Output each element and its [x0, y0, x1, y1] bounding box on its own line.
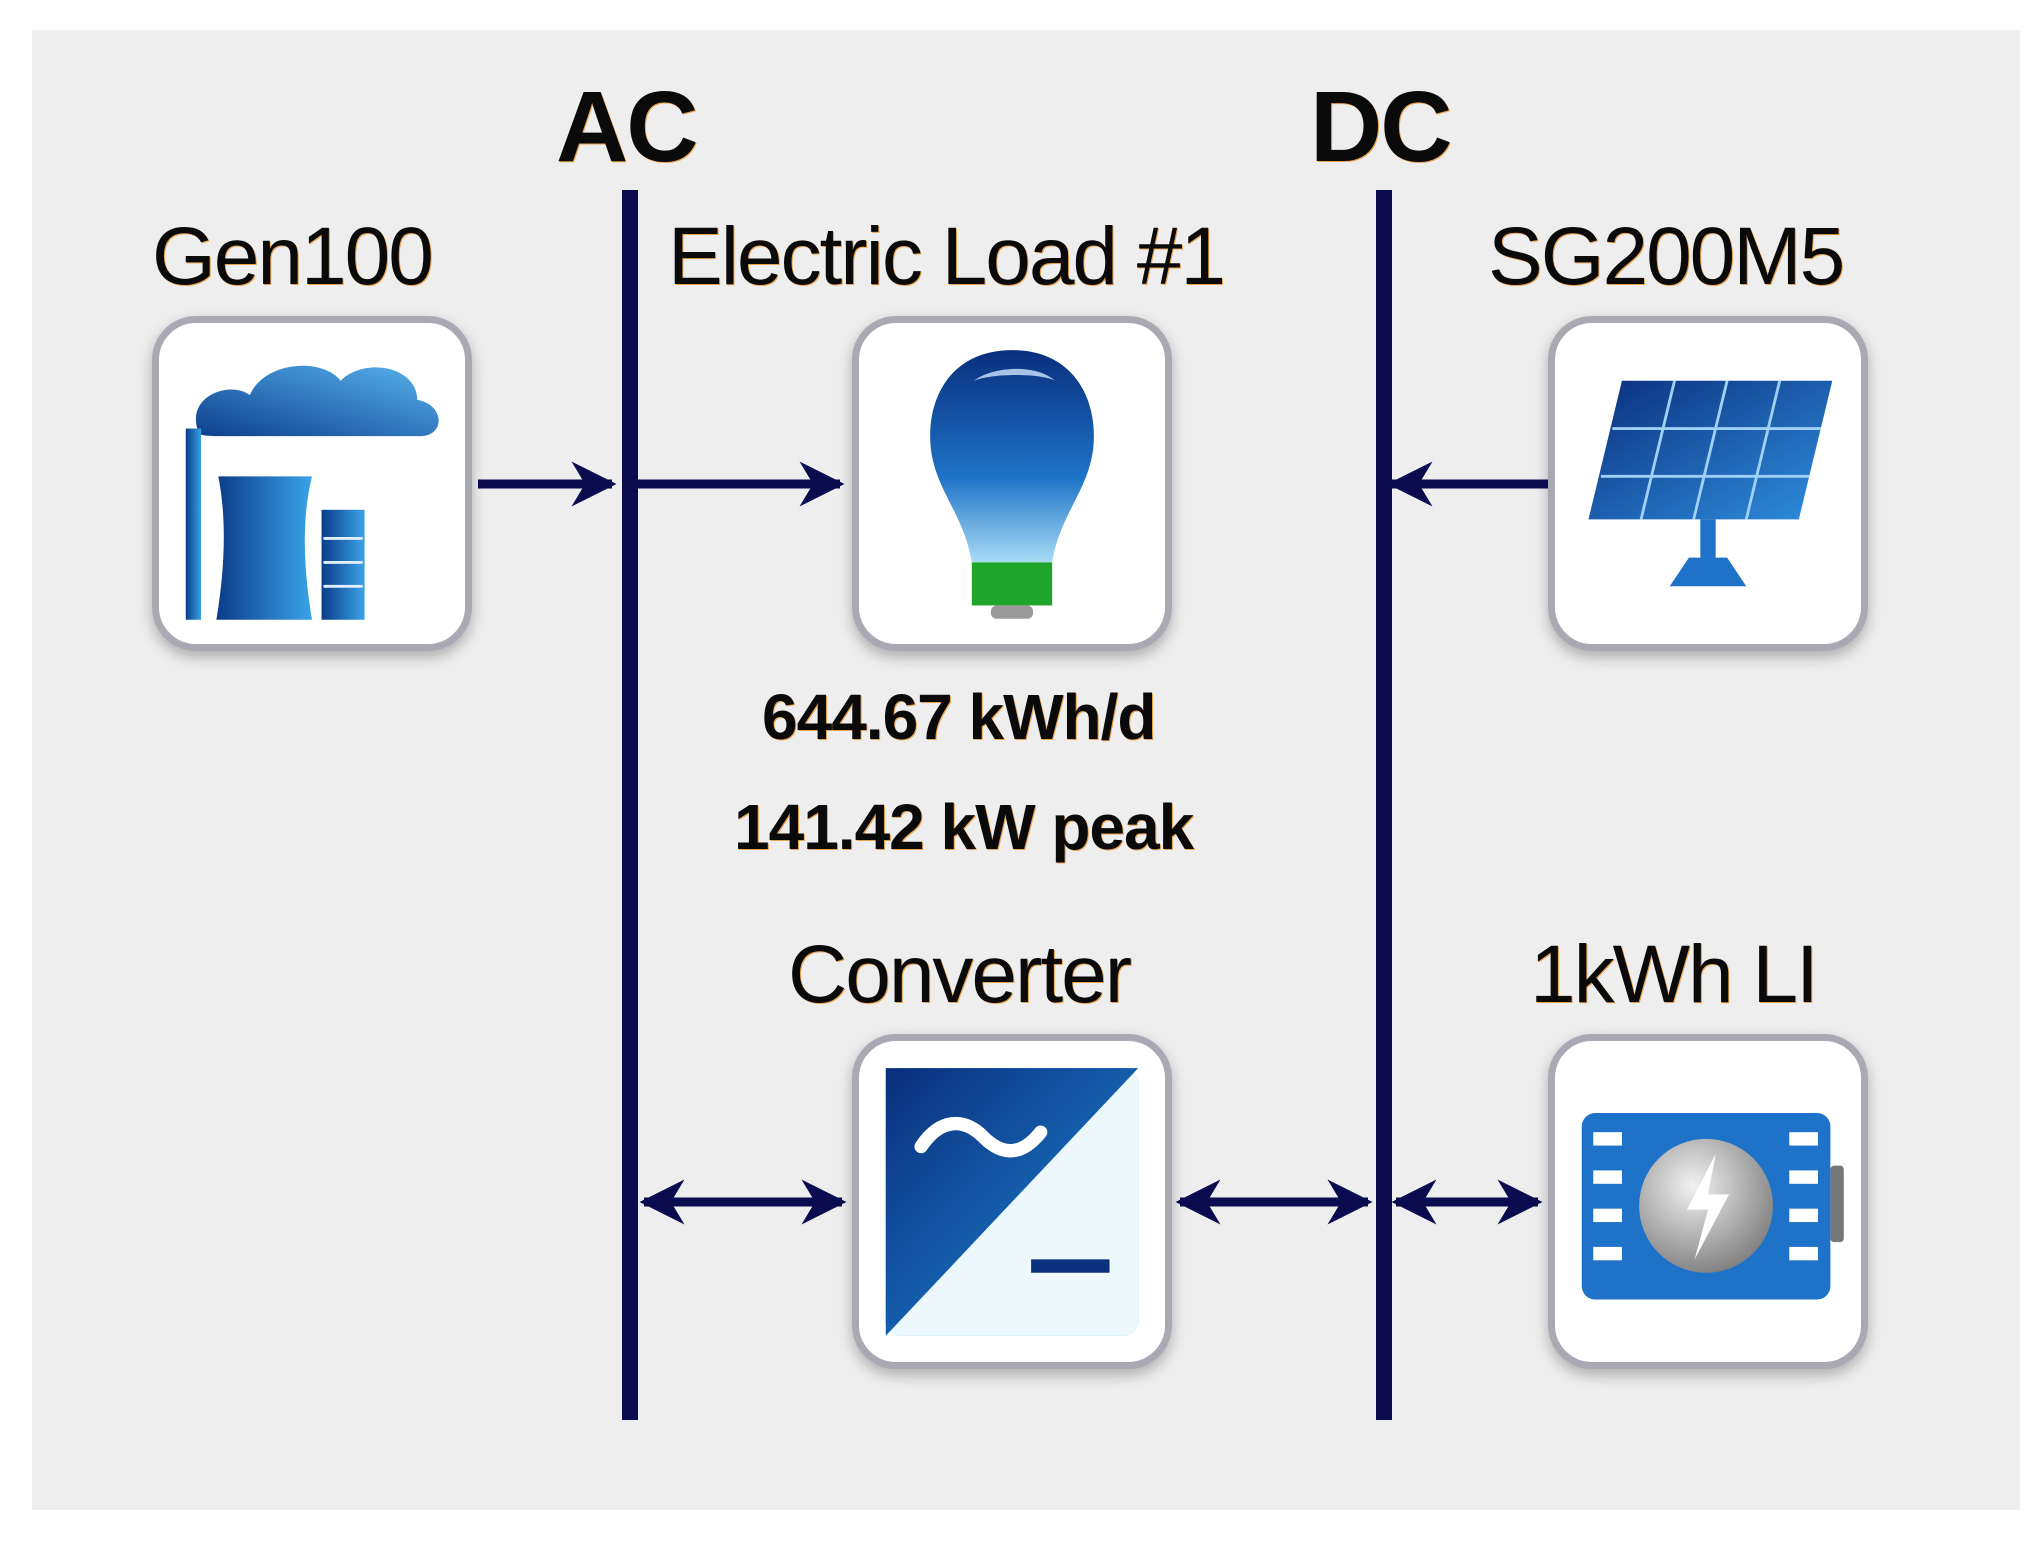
- converter-icon: [885, 1068, 1139, 1336]
- dc-bus-label: DC: [1310, 71, 1452, 183]
- generator-label: Gen100: [152, 211, 434, 302]
- load-energy-text: 644.67 kWh/d: [762, 681, 1156, 753]
- battery-label: 1kWh LI: [1530, 929, 1819, 1020]
- converter-label: Converter: [788, 929, 1132, 1020]
- generator-tile[interactable]: [152, 316, 472, 651]
- load-label: Electric Load #1: [668, 211, 1226, 302]
- converter-tile[interactable]: [852, 1034, 1172, 1369]
- pv-tile[interactable]: [1548, 316, 1868, 651]
- battery-tile[interactable]: [1548, 1034, 1868, 1369]
- solar-panel-icon: [1588, 380, 1833, 587]
- ac-bus-line: [622, 190, 638, 1420]
- pv-label: SG200M5: [1488, 211, 1845, 302]
- load-tile[interactable]: [852, 316, 1172, 651]
- light-bulb-icon: [930, 350, 1094, 619]
- load-peak-text: 141.42 kW peak: [734, 791, 1194, 863]
- power-plant-icon: [185, 365, 439, 620]
- dc-bus-line: [1376, 190, 1392, 1420]
- ac-bus-label: AC: [556, 71, 698, 183]
- battery-icon: [1581, 1113, 1844, 1300]
